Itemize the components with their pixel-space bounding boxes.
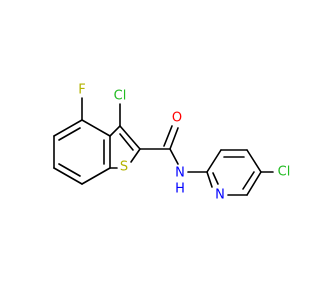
bond-c6-c7-inner (58, 163, 81, 177)
bond-c3-c2 (119, 125, 141, 150)
bond-c4-c5-inner (58, 127, 81, 141)
bond-c5p-c6p (246, 171, 262, 196)
bond-c4-c5 (53, 119, 83, 137)
bond-carbonyl-o-1 (169, 127, 179, 150)
bond-c4p-c5p (246, 149, 262, 173)
atom-fluorine: F (78, 83, 85, 98)
atom-oxygen: O (172, 111, 182, 126)
bond-c3-c2-inner (119, 133, 134, 151)
bond-c7-c7a (81, 167, 111, 185)
atom-chlorine-pyridine: Cl (278, 165, 291, 180)
bond-c3a-c4 (81, 119, 111, 137)
atom-amide-nitrogen: N (175, 166, 185, 181)
atom-amide-hydrogen: H (175, 182, 185, 197)
chemical-structure-diagram: Cl F O S N H N Cl (53, 83, 291, 203)
thiophene-ring (109, 125, 141, 169)
benzene-ring (53, 119, 111, 185)
bond-carbonyl-o-2 (163, 125, 173, 147)
bond-c2-s (130, 148, 141, 163)
carboxamide-group (139, 125, 179, 165)
atom-sulfur: S (120, 160, 128, 175)
bond-c2p-c3p (206, 149, 222, 173)
bond-c3a-c3 (109, 125, 121, 137)
bond-carbonyl-n (169, 148, 179, 165)
atom-chlorine-top: Cl (114, 89, 127, 104)
atom-pyridine-nitrogen: N (215, 188, 225, 203)
bond-c6-c7 (53, 167, 83, 185)
bond-np-c2p (206, 171, 213, 188)
pyridine-ring (187, 149, 274, 196)
bond-c5p-c6p-inner (242, 171, 255, 190)
bond-np-c2p-inner (212, 172, 219, 185)
